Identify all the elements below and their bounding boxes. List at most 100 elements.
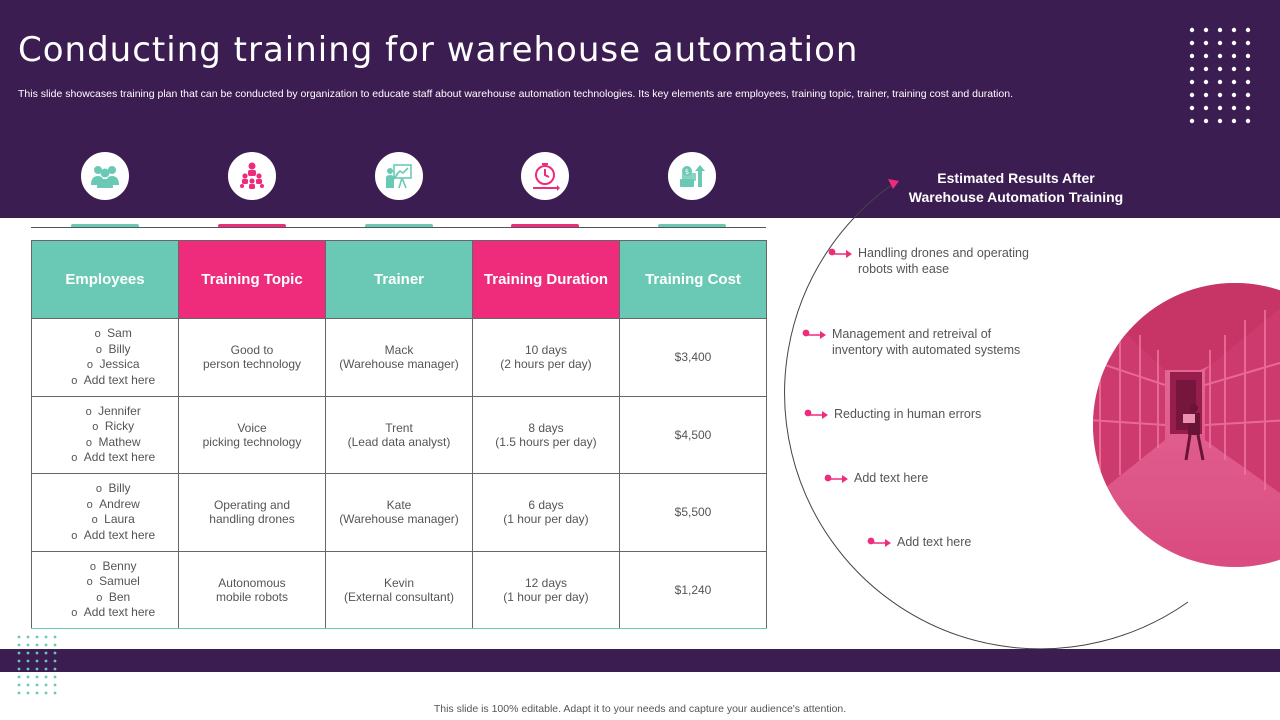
employee-name: Billy [42, 481, 178, 496]
people-group-icon [81, 152, 129, 200]
svg-text:$: $ [685, 168, 689, 176]
duration-cell: 6 days(1 hour per day) [472, 473, 620, 552]
result-text: Add text here [854, 471, 929, 485]
slide-subtitle: This slide showcases training plan that … [18, 88, 1013, 100]
table-row: Billy Andrew Laura Add text here Operati… [31, 473, 767, 552]
duration-days: 12 days [524, 575, 568, 590]
employee-name: Ben [42, 590, 178, 605]
duration-cell: 12 days(1 hour per day) [472, 550, 620, 629]
employee-name: Add text here [42, 605, 178, 620]
table-row: Sam Billy Jessica Add text here Good top… [31, 318, 767, 397]
trainer-cell: Mack(Warehouse manager) [325, 318, 473, 397]
arrow-right-icon [808, 331, 826, 339]
employee-name: Laura [42, 512, 178, 527]
employee-name: Mathew [42, 435, 178, 450]
header-employees: Employees [31, 240, 179, 319]
trainer-cell: Kevin(External consultant) [325, 550, 473, 629]
warehouse-photo [1093, 283, 1280, 567]
cost-cell: $5,500 [619, 473, 767, 552]
trainer-role: (Lead data analyst) [347, 434, 451, 449]
employee-name: Ricky [42, 419, 178, 434]
icon-underline [658, 224, 726, 228]
result-text: inventory with automated systems [832, 343, 1021, 357]
header-training-duration: Training Duration [472, 240, 620, 319]
duration-cell: 8 days(1.5 hours per day) [472, 395, 620, 474]
arrow-right-icon [834, 250, 852, 258]
arrow-right-icon [810, 411, 828, 419]
arrow-right-icon [873, 539, 891, 547]
header-training-cost: Training Cost [619, 240, 767, 319]
money-growth-icon: $ [668, 152, 716, 200]
icon-underline [71, 224, 139, 228]
result-text: Reducting in human errors [834, 407, 982, 421]
employee-name: Samuel [42, 574, 178, 589]
results-heading-line: Estimated Results After [937, 170, 1095, 186]
table-top-rule [31, 227, 766, 228]
decorative-dot-grid-bottom [17, 635, 57, 695]
arrow-right-icon [830, 475, 848, 483]
cost-cell: $3,400 [619, 318, 767, 397]
trainer-role: (Warehouse manager) [339, 512, 459, 527]
employee-name: Add text here [42, 528, 178, 543]
duration-days: 6 days [528, 498, 564, 513]
topic-line: picking technology [202, 434, 302, 449]
table-row: Benny Samuel Ben Add text here Autonomou… [31, 550, 767, 629]
employees-cell: Billy Andrew Laura Add text here [31, 473, 179, 552]
topic-line: Operating and [213, 498, 291, 513]
duration-hours: (1.5 hours per day) [495, 434, 597, 449]
topic-line: Autonomous [218, 575, 286, 590]
presentation-board-icon [375, 152, 423, 200]
trainer-name: Trent [385, 420, 413, 435]
duration-days: 10 days [524, 343, 568, 358]
employee-name: Billy [42, 342, 178, 357]
employee-name: Add text here [42, 450, 178, 465]
topic-line: Good to [230, 343, 274, 358]
trainer-name: Mack [384, 343, 414, 358]
result-text: Handling drones and operating [858, 246, 1029, 260]
cost-cell: $1,240 [619, 550, 767, 629]
results-heading-line: Warehouse Automation Training [908, 189, 1124, 205]
duration-hours: (1 hour per day) [503, 512, 589, 527]
employee-name: Benny [42, 559, 178, 574]
topic-line: mobile robots [215, 589, 289, 604]
employee-name: Andrew [42, 497, 178, 512]
duration-icon-block [511, 150, 579, 228]
duration-hours: (2 hours per day) [500, 357, 592, 372]
header-band [0, 0, 1280, 218]
slide-title: Conducting training for warehouse automa… [18, 30, 859, 70]
duration-hours: (1 hour per day) [503, 589, 589, 604]
icon-underline [511, 224, 579, 228]
topic-line: Voice [237, 420, 267, 435]
training-table: Employees Training Topic Trainer Trainin… [31, 240, 767, 629]
topic-line: person technology [202, 357, 302, 372]
employees-cell: Sam Billy Jessica Add text here [31, 318, 179, 397]
trainer-role: (Warehouse manager) [339, 357, 459, 372]
topic-icon-block [218, 150, 286, 228]
table-header-row: Employees Training Topic Trainer Trainin… [31, 240, 767, 319]
decorative-dot-grid-top [1189, 27, 1251, 124]
employees-cell: Jennifer Ricky Mathew Add text here [31, 395, 179, 474]
header-training-topic: Training Topic [178, 240, 326, 319]
topic-line: handling drones [209, 512, 295, 527]
cost-cell: $4,500 [619, 395, 767, 474]
result-text: Management and retreival of [832, 327, 992, 341]
trainer-role: (External consultant) [343, 589, 455, 604]
employee-name: Add text here [42, 373, 178, 388]
trainer-name: Kevin [383, 575, 415, 590]
employees-cell: Benny Samuel Ben Add text here [31, 550, 179, 629]
employee-name: Sam [42, 326, 178, 341]
org-chart-icon [228, 152, 276, 200]
result-item: Add text here [828, 470, 928, 486]
result-bullet-dots [802, 248, 875, 545]
icon-underline [218, 224, 286, 228]
header-trainer: Trainer [325, 240, 473, 319]
trainer-name: Kate [386, 498, 412, 513]
table-row: Jennifer Ricky Mathew Add text here Voic… [31, 395, 767, 474]
icon-underline [365, 224, 433, 228]
result-item: Add text here [871, 534, 971, 550]
result-item: Management and retreival of inventory wit… [806, 326, 1020, 358]
bottom-band [0, 649, 1280, 672]
